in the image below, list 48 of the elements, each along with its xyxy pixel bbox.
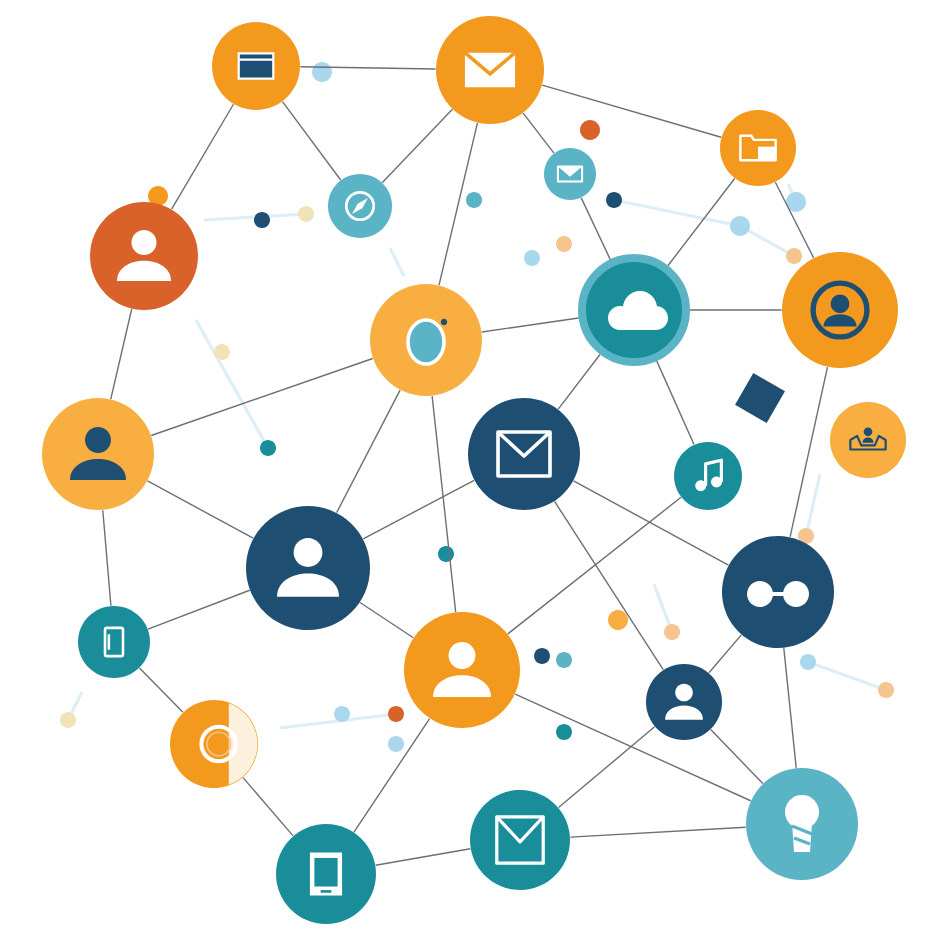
connector-line [689, 309, 783, 311]
connector-line [710, 728, 764, 785]
connector-line [362, 479, 475, 540]
connector-line [374, 848, 472, 866]
circle-node [78, 606, 150, 678]
connector-line [553, 500, 664, 671]
connector-line [353, 717, 431, 833]
connector-line [580, 197, 611, 261]
connector-line [569, 826, 747, 838]
circle-node [830, 402, 906, 478]
connector-line [774, 181, 815, 259]
circle-node [782, 252, 898, 368]
connector-line [242, 776, 294, 837]
connector-line [507, 496, 682, 635]
connector-line [110, 308, 133, 400]
connector-line [783, 647, 797, 769]
connector-line [381, 108, 454, 184]
connector-line [481, 317, 580, 333]
connector-line [514, 693, 752, 802]
connector-line [431, 395, 457, 613]
connector-line [789, 366, 829, 538]
connector-line [656, 360, 695, 446]
connector-line [336, 389, 401, 514]
connector-line [667, 177, 736, 267]
connector-line [557, 353, 601, 410]
circle-node [674, 442, 742, 510]
connector-line [359, 601, 414, 639]
connector-line [147, 589, 251, 630]
connector-line [146, 480, 254, 539]
connector-line [102, 509, 112, 607]
connector-line [170, 103, 235, 210]
circle-node [170, 700, 258, 788]
connector-line [138, 667, 184, 713]
connector-line [299, 66, 437, 70]
circle-node [720, 110, 796, 186]
connector-line [557, 726, 656, 809]
diamond-node [735, 373, 785, 423]
circle-node [470, 790, 570, 890]
connector-line [541, 84, 722, 138]
circle-node [468, 398, 580, 510]
circle-node [544, 148, 596, 200]
connector-line [438, 122, 479, 286]
connector-line [281, 100, 342, 181]
connector-line [572, 480, 730, 566]
circle-node [328, 174, 392, 238]
connector-line [150, 357, 374, 437]
connector-line [708, 634, 743, 674]
connector-line [522, 112, 555, 154]
